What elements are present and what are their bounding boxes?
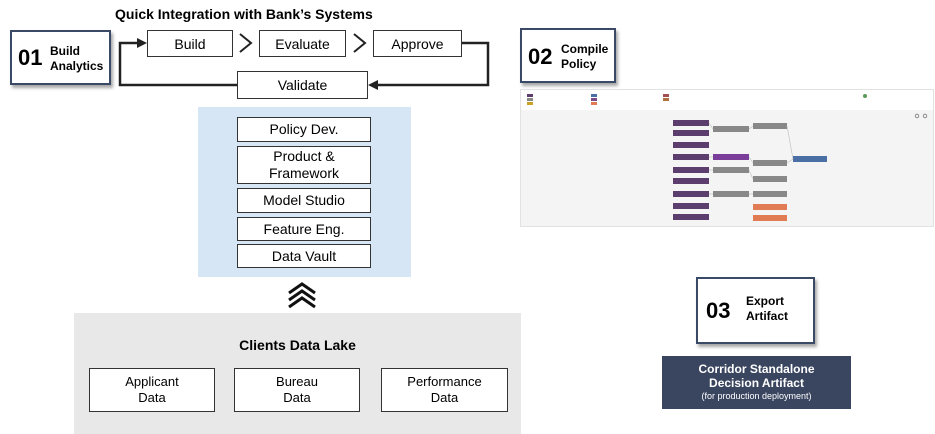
step-02-label-line1: Compile [561, 42, 609, 56]
flow-approve-box: Approve [373, 30, 462, 57]
step-02-number: 02 [528, 44, 553, 69]
policy-graph-thumbnail [520, 89, 934, 227]
step-03-box: 03 Export Artifact [696, 277, 815, 344]
step-03-number: 03 [706, 298, 731, 323]
zoom-icon [914, 113, 928, 119]
step-01-label-line1: Build [50, 44, 80, 58]
step-02-label-line2: Policy [561, 57, 597, 71]
data-lake-title: Clients Data Lake [239, 337, 356, 353]
stack-data-vault: Data Vault [237, 244, 371, 268]
flow-evaluate-box: Evaluate [259, 30, 346, 57]
step-01-box: 01 Build Analytics [10, 30, 111, 85]
loop-arrow [118, 41, 490, 87]
arrowhead-icon [137, 38, 147, 48]
diagram-title: Quick Integration with Bank’s Systems [115, 6, 373, 22]
arrowhead-icon [368, 80, 378, 90]
lake-box-bureau: Bureau Data [234, 368, 360, 412]
flow-validate-box: Validate [237, 71, 368, 99]
artifact-line3: (for production deployment) [701, 391, 812, 401]
lake-box-applicant: Applicant Data [89, 368, 215, 412]
chevron-arrow-icon [239, 33, 367, 53]
flow-build-box: Build [147, 30, 233, 57]
stack-model-studio: Model Studio [237, 188, 371, 213]
policy-nodes-right [753, 123, 827, 221]
policy-graph-svg [521, 90, 933, 221]
stack-product-framework: Product &Framework [237, 146, 371, 184]
stack-feature-eng: Feature Eng. [237, 217, 371, 241]
policy-edges [708, 122, 794, 195]
policy-nodes-left [673, 120, 709, 220]
stack-policy-dev: Policy Dev. [237, 117, 371, 142]
artifact-line2: Decision Artifact [709, 376, 804, 390]
step-03-label-line1: Export [746, 294, 785, 308]
legend-swatches [527, 94, 867, 105]
lake-box-performance: Performance Data [381, 368, 508, 412]
artifact-line1: Corridor Standalone [698, 362, 815, 376]
step-01-number: 01 [18, 45, 43, 70]
step-01-label-line2: Analytics [50, 59, 104, 73]
decision-artifact-box: Corridor Standalone Decision Artifact (f… [662, 356, 851, 409]
stack-product-line1: Product & [273, 148, 335, 164]
step-02-box: 02 Compile Policy [520, 28, 616, 83]
stack-product-line2: Framework [268, 165, 339, 181]
step-03-label-line2: Artifact [746, 309, 789, 323]
policy-nodes-mid [713, 126, 749, 197]
chevron-up-icon [288, 282, 316, 309]
